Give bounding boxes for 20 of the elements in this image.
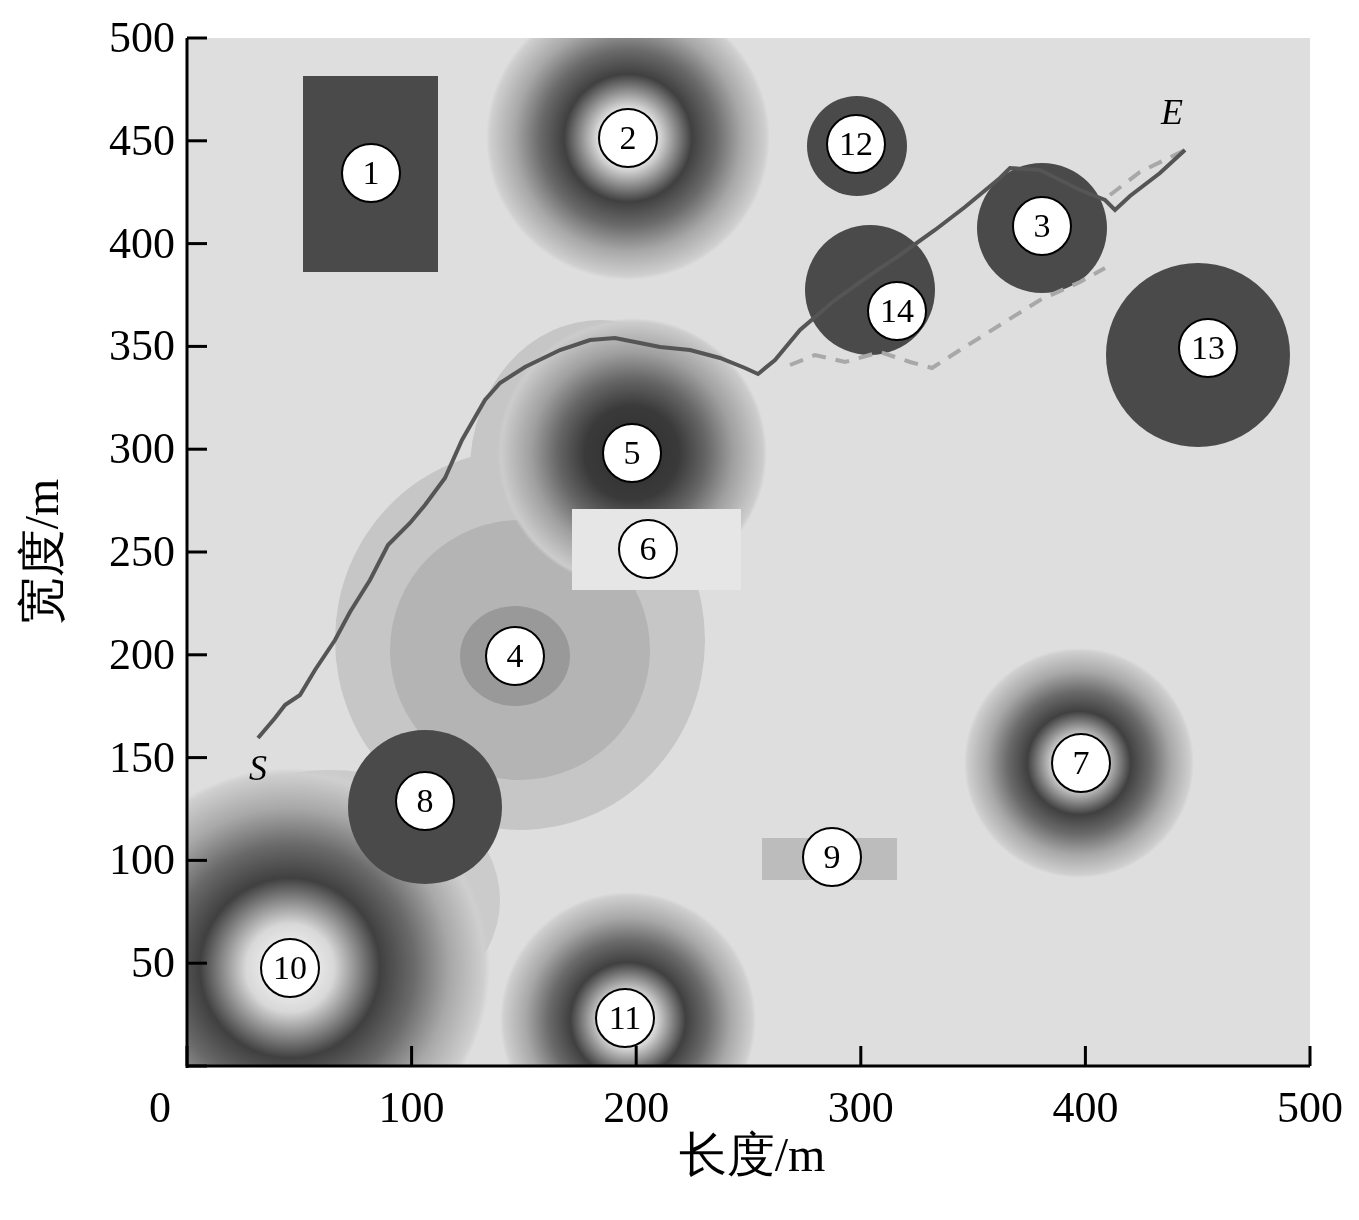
- axis-tick-label: 0: [149, 1086, 171, 1130]
- axis-tick-label: 250: [109, 530, 175, 574]
- axis-title: 宽度/m: [18, 478, 66, 626]
- axis-tick-label: 400: [1052, 1086, 1119, 1130]
- axis-tick-label: 150: [109, 735, 175, 780]
- axis-tick-label: 450: [109, 118, 175, 163]
- axis-tick-label: 200: [603, 1086, 670, 1130]
- axis-tick-label: 100: [378, 1086, 445, 1130]
- axis-tick-label: 350: [109, 324, 175, 369]
- start-label: S: [249, 750, 267, 786]
- axis-title: 长度/m: [678, 1131, 826, 1179]
- axis-tick-label: 400: [109, 221, 175, 266]
- axis-tick-label: 50: [131, 941, 175, 986]
- axis-tick-label: 200: [109, 632, 175, 677]
- end-label: E: [1161, 94, 1183, 130]
- axis-tick-label: 300: [109, 427, 175, 472]
- axis-tick-label: 500: [109, 16, 175, 60]
- axis-tick-label: 100: [109, 838, 175, 883]
- axis-tick-label: 500: [1277, 1086, 1343, 1130]
- axis-tick-label: 300: [827, 1086, 894, 1130]
